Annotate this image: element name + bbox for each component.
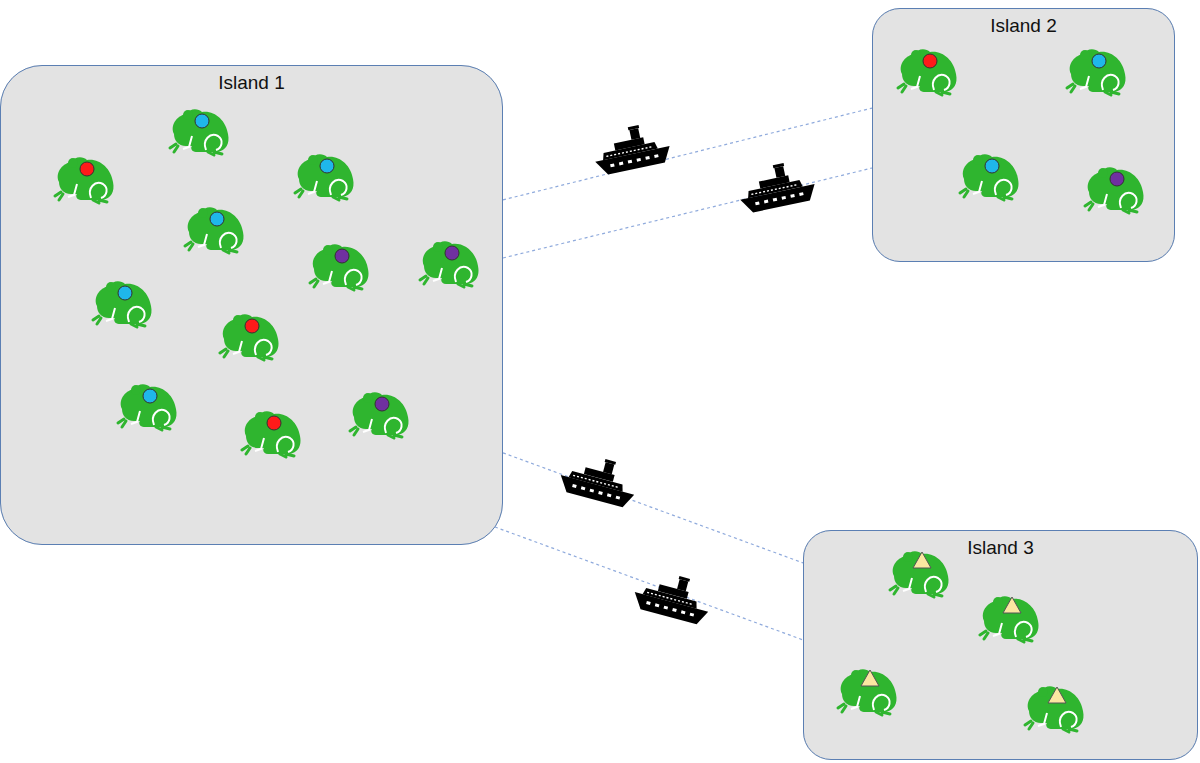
island-ground — [803, 530, 1198, 760]
frog-dot — [210, 212, 224, 226]
frog — [242, 411, 301, 457]
frog-body — [1067, 49, 1126, 95]
frog-dot — [1092, 54, 1106, 68]
frog-body — [242, 411, 301, 457]
frog-dot — [320, 159, 334, 173]
island-title: Island 1 — [215, 72, 288, 94]
frog — [898, 49, 957, 95]
ferry-route — [503, 108, 872, 200]
island-box: Island 3 — [803, 530, 1198, 760]
frog-body — [295, 154, 354, 200]
frog-dot — [445, 246, 459, 260]
frog-body — [93, 281, 152, 327]
frog-body — [170, 109, 229, 155]
island-ground — [0, 65, 503, 545]
ship-icon — [631, 566, 715, 626]
frog-triangle — [861, 670, 879, 686]
frog — [838, 669, 897, 715]
frog-triangle — [1048, 687, 1066, 703]
frog-body — [185, 207, 244, 253]
frog-body — [220, 314, 279, 360]
ferry-route — [503, 168, 872, 258]
frog-body — [350, 392, 409, 438]
frog-dot — [195, 114, 209, 128]
frog-triangle — [1003, 597, 1021, 613]
frog — [295, 154, 354, 200]
frog-dot — [245, 319, 259, 333]
island-ground — [872, 8, 1175, 262]
frog-dot — [118, 286, 132, 300]
frog — [890, 551, 949, 597]
frog-body — [898, 49, 957, 95]
frog-dot — [335, 249, 349, 263]
frog-body — [1025, 686, 1084, 732]
frog-dot — [267, 416, 281, 430]
frog — [185, 207, 244, 253]
frog-body — [960, 154, 1019, 200]
frog-dot — [1110, 172, 1124, 186]
frog — [960, 154, 1019, 200]
frog — [55, 157, 114, 203]
ferry-route — [495, 527, 803, 640]
frog-body — [420, 241, 479, 287]
frog-body — [118, 384, 177, 430]
frog — [1085, 167, 1144, 213]
island-box: Island 2 — [872, 8, 1175, 262]
frog-dot — [143, 389, 157, 403]
frog-body — [1085, 167, 1144, 213]
frog — [1067, 49, 1126, 95]
frog-body — [55, 157, 114, 203]
frog — [1025, 686, 1084, 732]
island-box: Island 1 — [0, 65, 503, 545]
frog — [220, 314, 279, 360]
ship-icon — [557, 449, 641, 509]
frog-dot — [80, 162, 94, 176]
island-title: Island 3 — [964, 537, 1037, 559]
frog-body — [310, 244, 369, 290]
frog — [420, 241, 479, 287]
frog-dot — [923, 54, 937, 68]
frog-body — [980, 596, 1039, 642]
frog — [93, 281, 152, 327]
frog — [350, 392, 409, 438]
ship-icon — [590, 120, 673, 177]
frog — [310, 244, 369, 290]
frog-dot — [375, 397, 389, 411]
frog — [980, 596, 1039, 642]
frog — [170, 109, 229, 155]
island-title: Island 2 — [987, 15, 1060, 37]
frog-body — [890, 551, 949, 597]
frog-triangle — [913, 552, 931, 568]
frog-dot — [985, 159, 999, 173]
frog — [118, 384, 177, 430]
ship-icon — [735, 158, 818, 215]
frog-body — [838, 669, 897, 715]
